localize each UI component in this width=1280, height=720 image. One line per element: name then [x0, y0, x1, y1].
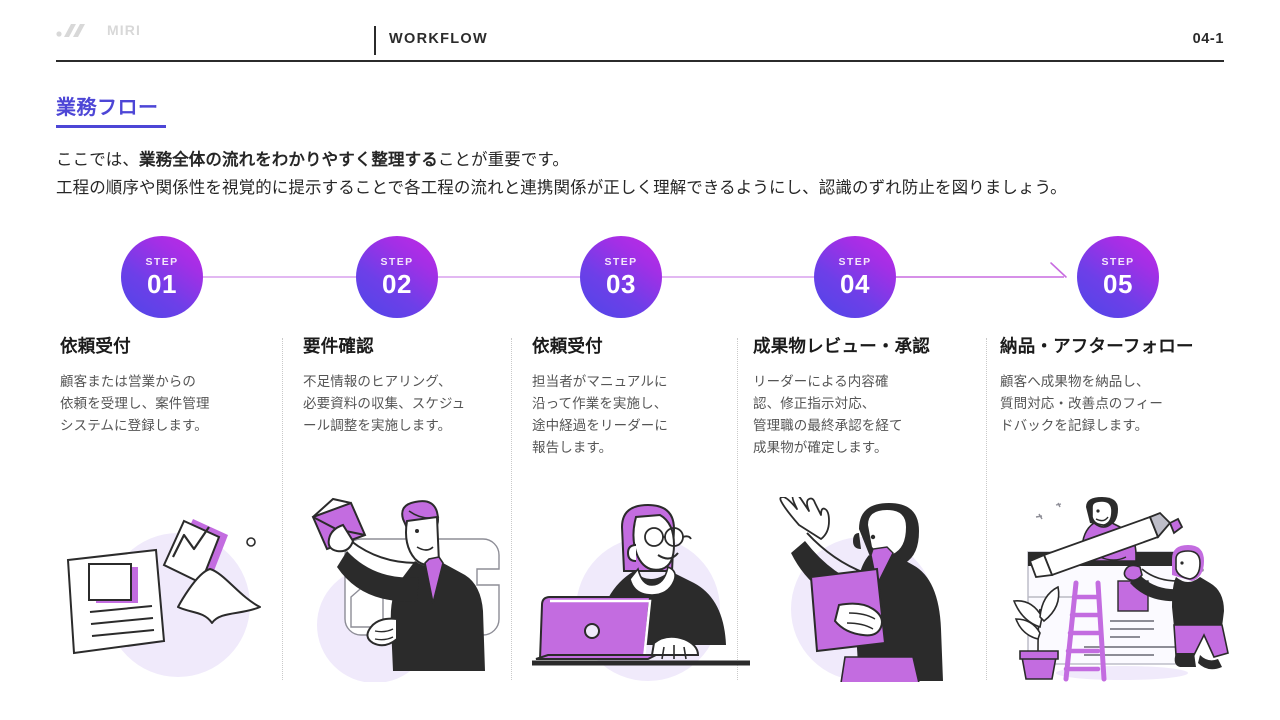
step-desc-03-line-4: 報告します。: [532, 440, 613, 455]
step-column-05: 納品・アフターフォロー 顧客へ成果物を納品し、 質問対応・改善点のフィー ドバッ…: [1000, 336, 1232, 682]
brand-logo-text: MIRI: [107, 22, 141, 38]
section-title-block: 業務フロー: [56, 97, 166, 128]
step-desc-01: 顧客または営業からの 依頼を受理し、案件管理 システムに登録します。: [60, 371, 292, 437]
header-section-title: WORKFLOW: [389, 31, 488, 47]
step-desc-03-line-1: 担当者がマニュアルに: [532, 374, 668, 389]
woman-at-laptop-illustration: [532, 497, 764, 682]
step-desc-04-line-4: 成果物が確定します。: [753, 440, 888, 455]
step-label-02: STEP: [380, 256, 414, 269]
step-desc-05-line-1: 顧客へ成果物を納品し、: [1000, 374, 1150, 389]
step-label-03: STEP: [604, 256, 638, 269]
step-desc-03-line-2: 沿って作業を実施し、: [532, 396, 668, 411]
column-divider-4: [986, 338, 987, 680]
step-column-03: 依頼受付 担当者がマニュアルに 沿って作業を実施し、 途中経過をリーダーに 報告…: [532, 336, 764, 682]
lead-line-1-a: ここでは、: [56, 151, 139, 169]
step-title-02: 要件確認: [303, 336, 374, 356]
step-desc-02-line-1: 不足情報のヒアリング、: [303, 374, 452, 389]
step-number-01: 01: [147, 268, 177, 299]
step-circle-04[interactable]: STEP 04: [814, 236, 896, 318]
step-desc-01-line-3: システムに登録します。: [60, 418, 208, 433]
header-inner: MIRI WORKFLOW 04-1: [56, 0, 1224, 60]
lead-line-1: ここでは、業務全体の流れをわかりやすく整理することが重要です。: [56, 146, 1236, 174]
man-with-envelope-illustration-icon: [311, 497, 500, 682]
documents-illustration-icon: [66, 519, 261, 677]
step-label-04: STEP: [838, 256, 872, 269]
header-horizontal-rule: [56, 60, 1224, 62]
woman-presenting-illustration-icon: [779, 497, 943, 682]
step-column-02: 要件確認 不足情報のヒアリング、 必要資料の収集、スケジュ ール調整を実施します…: [303, 336, 535, 682]
column-divider-1: [282, 338, 283, 680]
section-title-underline: [56, 125, 166, 128]
section-title: 業務フロー: [56, 97, 159, 119]
step-desc-04-line-2: 認、修正指示対応、: [753, 396, 876, 411]
step-desc-04-line-3: 管理職の最終承認を経て: [753, 418, 903, 433]
documents-illustration: [60, 497, 292, 682]
team-building-page-illustration: [1000, 497, 1232, 682]
step-desc-05-line-2: 質問対応・改善点のフィー: [1000, 396, 1163, 411]
step-label-05: STEP: [1101, 256, 1135, 269]
lead-line-1-bold: 業務全体の流れをわかりやすく整理する: [139, 151, 438, 169]
woman-at-laptop-illustration-icon: [532, 503, 750, 681]
step-title-03: 依頼受付: [532, 336, 603, 356]
step-column-04: 成果物レビュー・承認 リーダーによる内容確 認、修正指示対応、 管理職の最終承認…: [753, 336, 985, 682]
lead-line-2: 工程の順序や関係性を視覚的に提示することで各工程の流れと連携関係が正しく理解でき…: [56, 179, 1067, 197]
step-desc-01-line-2: 依頼を受理し、案件管理: [60, 396, 210, 411]
step-desc-03-line-3: 途中経過をリーダーに: [532, 418, 668, 433]
step-desc-05: 顧客へ成果物を納品し、 質問対応・改善点のフィー ドバックを記録します。: [1000, 371, 1232, 437]
man-with-envelope-illustration: [303, 497, 535, 682]
step-desc-04-line-1: リーダーによる内容確: [753, 374, 889, 389]
step-number-02: 02: [382, 268, 412, 299]
column-divider-3: [737, 338, 738, 680]
step-desc-01-line-1: 顧客または営業からの: [60, 374, 196, 389]
step-desc-02-line-3: ール調整を実施します。: [303, 418, 452, 433]
step-column-01: 依頼受付 顧客または営業からの 依頼を受理し、案件管理 システムに登録します。: [60, 336, 292, 682]
step-rail: STEP 01 STEP 02 STEP 03 STEP 04 STEP 05: [0, 236, 1280, 320]
step-desc-05-line-3: ドバックを記録します。: [1000, 418, 1149, 433]
step-number-03: 03: [606, 268, 636, 299]
step-number-04: 04: [840, 268, 870, 299]
page-header: MIRI WORKFLOW 04-1: [0, 0, 1280, 62]
step-desc-03: 担当者がマニュアルに 沿って作業を実施し、 途中経過をリーダーに 報告します。: [532, 371, 764, 459]
step-number-05: 05: [1103, 268, 1133, 299]
woman-presenting-illustration: [753, 497, 985, 682]
step-title-04: 成果物レビュー・承認: [753, 336, 930, 356]
column-divider-2: [511, 338, 512, 680]
header-vertical-divider: [374, 26, 376, 55]
brand-logo: MIRI: [56, 22, 141, 38]
step-columns: 依頼受付 顧客または営業からの 依頼を受理し、案件管理 システムに登録します。: [0, 336, 1280, 682]
step-desc-02-line-2: 必要資料の収集、スケジュ: [303, 396, 466, 411]
step-desc-04: リーダーによる内容確 認、修正指示対応、 管理職の最終承認を経て 成果物が確定し…: [753, 371, 985, 459]
step-title-01: 依頼受付: [60, 336, 131, 356]
team-building-page-illustration-icon: [1012, 497, 1229, 682]
step-title-05: 納品・アフターフォロー: [1000, 336, 1194, 356]
lead-line-1-c: ことが重要です。: [437, 151, 569, 169]
miri-slash-logo-icon: [56, 23, 85, 37]
step-desc-02: 不足情報のヒアリング、 必要資料の収集、スケジュ ール調整を実施します。: [303, 371, 535, 437]
step-circle-02[interactable]: STEP 02: [356, 236, 438, 318]
page-number: 04-1: [1192, 31, 1224, 47]
step-circle-01[interactable]: STEP 01: [121, 236, 203, 318]
step-circle-03[interactable]: STEP 03: [580, 236, 662, 318]
lead-paragraph: ここでは、業務全体の流れをわかりやすく整理することが重要です。 工程の順序や関係…: [56, 146, 1236, 202]
arrow-head-icon: [1050, 262, 1067, 278]
step-label-01: STEP: [145, 256, 179, 269]
step-circle-05[interactable]: STEP 05: [1077, 236, 1159, 318]
